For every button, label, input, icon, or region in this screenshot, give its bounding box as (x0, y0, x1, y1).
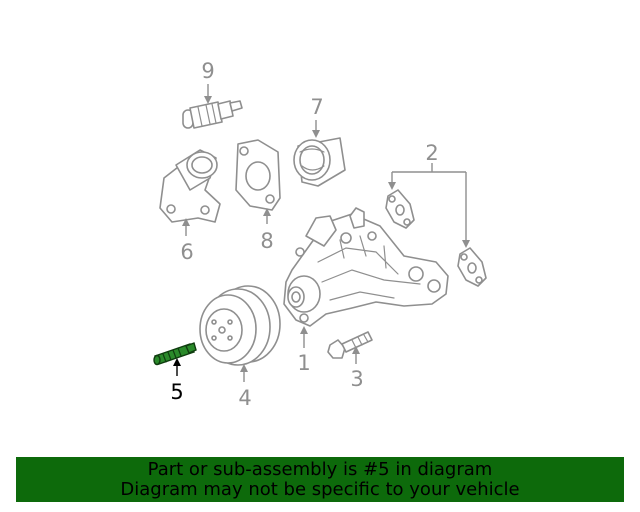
callout-2: 2 (425, 141, 438, 165)
leader-5 (173, 358, 181, 376)
callout-7: 7 (310, 95, 323, 119)
callout-1: 1 (297, 351, 310, 375)
parts-diagram: 9 7 2 6 8 1 3 4 5 (153, 59, 487, 410)
leader-9 (204, 84, 212, 104)
part-9-temperature-sensor[interactable] (182, 100, 243, 129)
part-2-gasket-lower[interactable] (457, 247, 487, 287)
callout-4: 4 (238, 386, 251, 410)
leader-4 (240, 364, 248, 382)
banner-line-1: Part or sub-assembly is #5 in diagram (147, 458, 493, 480)
part-1-water-pump[interactable] (283, 207, 449, 327)
part-8-gasket[interactable] (235, 139, 281, 211)
part-6-water-outlet[interactable] (159, 149, 221, 223)
callout-6: 6 (180, 240, 193, 264)
banner-line-2: Diagram may not be specific to your vehi… (120, 478, 520, 500)
leader-7 (312, 120, 320, 138)
part-2-gasket-upper[interactable] (385, 189, 415, 229)
part-3-bolt[interactable] (327, 331, 373, 359)
callout-9: 9 (201, 59, 214, 83)
part-4-pulley[interactable] (199, 285, 281, 366)
leader-6 (182, 218, 190, 236)
leader-8 (263, 208, 271, 224)
part-7-thermostat[interactable] (293, 137, 346, 187)
callout-5: 5 (170, 380, 183, 404)
callout-3: 3 (350, 367, 363, 391)
part-5-stud[interactable] (153, 342, 197, 366)
leader-2 (388, 163, 470, 248)
callout-8: 8 (260, 229, 273, 253)
leader-3 (352, 346, 360, 364)
info-banner: Part or sub-assembly is #5 in diagram Di… (16, 457, 624, 502)
leader-1 (300, 326, 308, 348)
